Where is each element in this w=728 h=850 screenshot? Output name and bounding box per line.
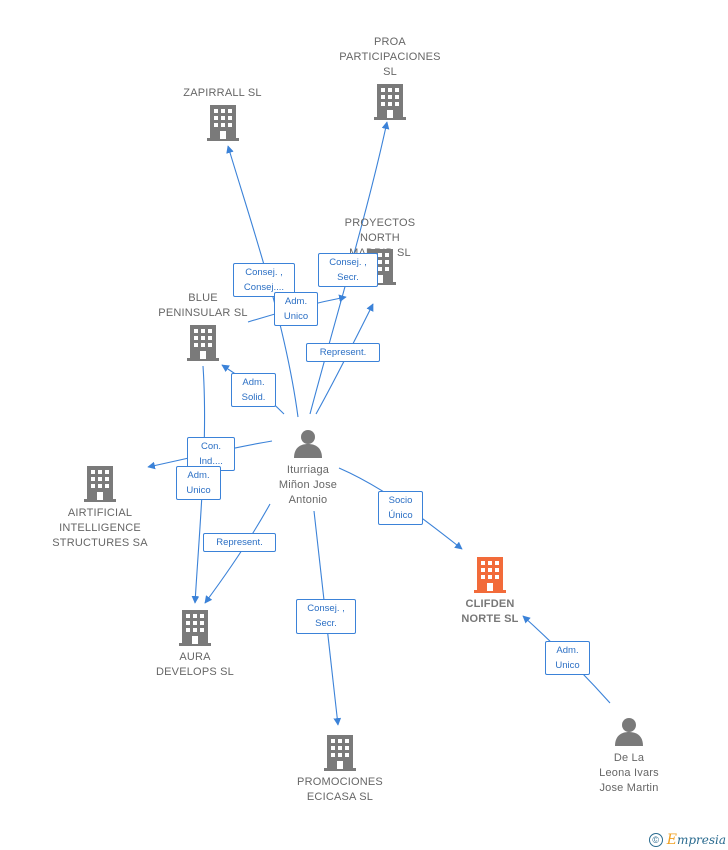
copyright-icon: © bbox=[648, 833, 663, 847]
building-icon bbox=[187, 325, 219, 361]
node-proa[interactable]: PROA PARTICIPACIONES SL bbox=[330, 35, 450, 120]
building-icon bbox=[206, 105, 239, 141]
building-icon bbox=[474, 557, 506, 593]
node-airtificial[interactable]: AIRTIFICIAL INTELLIGENCE STRUCTURES SA bbox=[40, 466, 160, 551]
node-label: Iturriaga Miñon Jose Antonio bbox=[278, 464, 338, 506]
edge-label-promociones[interactable]: Consej. , Secr. bbox=[296, 599, 356, 634]
edge-label-airtificial[interactable]: Con. Ind.... bbox=[187, 437, 235, 471]
edge-label-zapirrall[interactable]: Consej. , Consej.... bbox=[233, 263, 295, 297]
edge-label-proa[interactable]: Consej. , Secr. bbox=[318, 253, 378, 287]
building-icon bbox=[179, 610, 211, 646]
node-blue[interactable]: BLUE PENINSULAR SL bbox=[150, 291, 256, 361]
edge-label-clifden-adm[interactable]: Adm. Unico bbox=[545, 641, 590, 675]
person-icon bbox=[615, 718, 643, 746]
building-icon bbox=[374, 84, 406, 120]
node-label: De La Leona Ivars Jose Martin bbox=[599, 752, 659, 794]
node-zapirrall[interactable]: ZAPIRRALL SL bbox=[170, 86, 275, 141]
node-clifden[interactable]: CLIFDEN NORTE SL bbox=[440, 557, 540, 627]
edge-label-aura-adm-unico[interactable]: Adm. Unico bbox=[176, 466, 221, 500]
node-label: BLUE PENINSULAR SL bbox=[158, 292, 248, 319]
node-label: CLIFDEN NORTE SL bbox=[461, 598, 519, 625]
edge-label-aura-represent[interactable]: Represent. bbox=[203, 533, 276, 552]
node-iturriaga[interactable]: Iturriaga Miñon Jose Antonio bbox=[262, 428, 354, 508]
node-aura[interactable]: AURA DEVELOPS SL bbox=[140, 610, 250, 680]
node-promociones[interactable]: PROMOCIONES ECICASA SL bbox=[285, 735, 395, 805]
node-label: PROA PARTICIPACIONES SL bbox=[339, 36, 441, 78]
edge-line-aura-rep bbox=[204, 503, 271, 604]
empresia-watermark: ©Empresia bbox=[648, 832, 726, 848]
edge-label-clifden-socio[interactable]: Socio Único bbox=[378, 491, 423, 525]
edge-label-blue-adm-unico[interactable]: Adm. Unico bbox=[274, 292, 318, 326]
node-label: AIRTIFICIAL INTELLIGENCE STRUCTURES SA bbox=[52, 507, 148, 549]
person-icon bbox=[294, 430, 322, 458]
edge-label-proyectos[interactable]: Represent. bbox=[306, 343, 380, 362]
brand-logo: Empresia bbox=[666, 832, 726, 848]
node-label: AURA DEVELOPS SL bbox=[155, 651, 234, 678]
building-icon bbox=[324, 735, 356, 771]
edge-label-blue-adm-solid[interactable]: Adm. Solid. bbox=[231, 373, 276, 407]
building-icon bbox=[84, 466, 116, 502]
node-delaleona[interactable]: De La Leona Ivars Jose Martin bbox=[583, 716, 675, 796]
node-label: ZAPIRRALL SL bbox=[183, 87, 262, 99]
node-label: PROMOCIONES ECICASA SL bbox=[297, 776, 383, 803]
